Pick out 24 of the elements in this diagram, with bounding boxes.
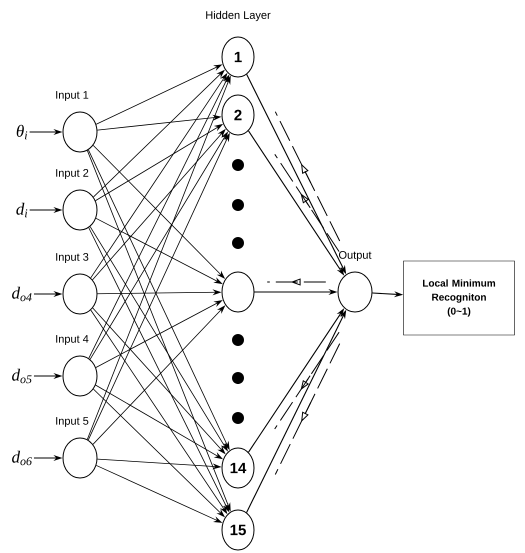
input-symbol: d$_{i}$	[16, 202, 28, 218]
node-label: Input 3	[56, 253, 88, 263]
output-neuron: Output	[338, 251, 372, 312]
hidden-neuron: 15	[222, 510, 254, 550]
hidden-neuron: 2	[222, 94, 254, 136]
hidden-neuron	[222, 272, 254, 312]
input-neuron: Input 3	[56, 253, 98, 314]
node-label: Input 1	[56, 91, 88, 101]
input-symbol: d$_{o4}$	[12, 286, 32, 302]
input-symbol: θ$_{i}$	[16, 124, 28, 140]
input-neuron: Input 1	[56, 91, 98, 152]
node-label: Input 2	[56, 169, 88, 179]
input-neuron: Input 5	[56, 417, 98, 478]
node-label: Output	[339, 251, 372, 261]
node-label: Input 5	[56, 417, 88, 427]
input-neuron: Input 2	[56, 169, 98, 230]
input-symbol: d$_{o6}$	[12, 450, 32, 466]
output-box: Local Minimum Recogniton (0~1)	[403, 260, 515, 336]
layer-label: Hidden Layer	[206, 10, 270, 22]
node-label: Input 4	[56, 335, 88, 345]
input-neuron: Input 4	[56, 335, 98, 396]
hidden-neuron: 1	[222, 36, 254, 78]
hidden-neuron: 14	[222, 448, 254, 488]
input-symbol: d$_{o5}$	[12, 368, 32, 384]
